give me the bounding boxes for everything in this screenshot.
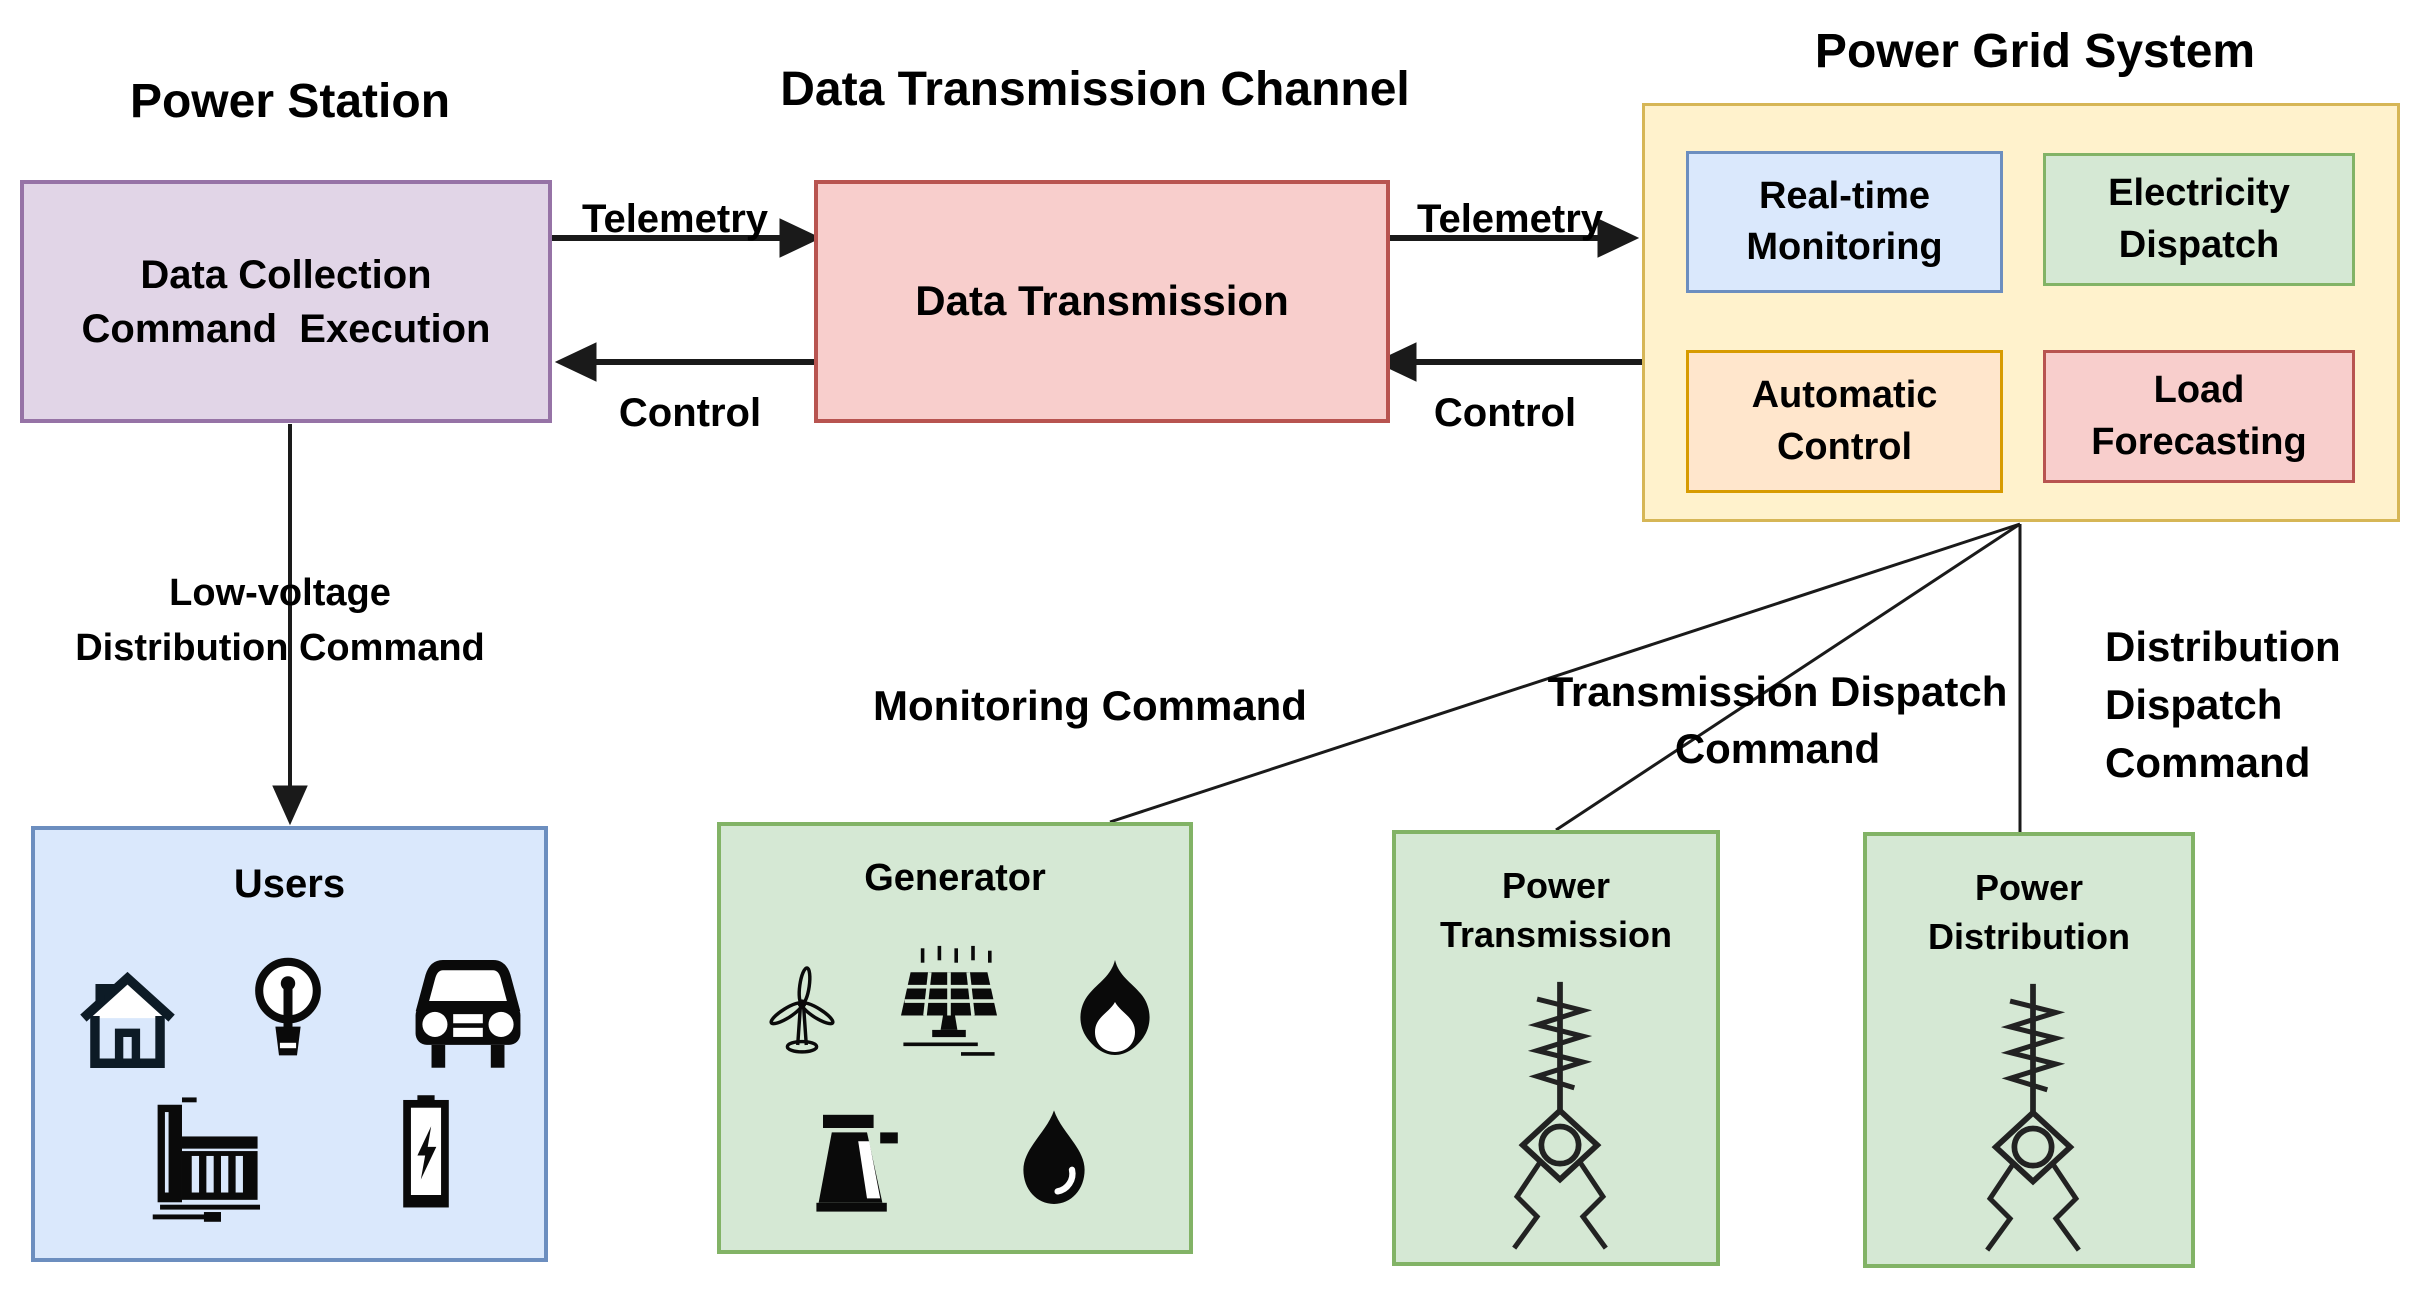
transmission-dispatch-line1: Transmission Dispatch	[1547, 668, 2008, 715]
house-icon	[75, 960, 180, 1072]
car-icon	[411, 954, 525, 1072]
distribution-dispatch-command-label: Distribution Dispatch Command	[2105, 618, 2431, 792]
control-right-label: Control	[1433, 391, 1577, 435]
load-forecasting-line2: Forecasting	[2091, 420, 2307, 463]
automatic-control-line1: Automatic	[1751, 374, 1938, 417]
users-label: Users	[233, 862, 346, 906]
power-transmission-line2: Transmission	[1439, 913, 1673, 955]
power-grid-system-title: Power Grid System	[1814, 25, 2256, 78]
data-collection-line2: Command Execution	[81, 306, 491, 351]
light-bulb-icon	[243, 948, 333, 1080]
low-voltage-arrowhead	[272, 785, 308, 826]
transmission-dispatch-line2: Command	[1674, 724, 1881, 772]
data-collection-box: Data Collection Command Execution	[20, 180, 552, 423]
data-transmission-label: Data Transmission	[915, 277, 1289, 325]
control-left-label: Control	[618, 391, 762, 435]
monitoring-command-label: Monitoring Command	[873, 682, 1307, 729]
flame-icon	[1065, 956, 1165, 1058]
data-transmission-box: Data Transmission	[814, 180, 1390, 423]
load-forecasting-line1: Load	[2153, 369, 2245, 412]
power-plant-icon	[801, 1106, 911, 1216]
data-transmission-channel-title: Data Transmission Channel	[780, 63, 1410, 116]
solar-panel-icon	[889, 941, 1009, 1066]
power-transmission-box: Power Transmission	[1392, 830, 1720, 1266]
users-box: Users	[31, 826, 548, 1262]
real-time-monitoring-line1: Real-time	[1758, 174, 1931, 217]
battery-icon	[383, 1078, 469, 1226]
telemetry-right-label: Telemetry	[1416, 197, 1603, 241]
real-time-monitoring-box: Real-time Monitoring	[1686, 151, 2003, 293]
distribution-dispatch-line3: Command	[2105, 738, 2311, 786]
electricity-dispatch-box: Electricity Dispatch	[2043, 153, 2355, 286]
power-grid-system-box: Real-time Monitoring Electricity Dispatc…	[1642, 103, 2400, 522]
power-distribution-box: Power Distribution	[1863, 832, 2195, 1268]
electricity-dispatch-line2: Dispatch	[2118, 223, 2280, 266]
distribution-tower-icon	[1933, 981, 2133, 1253]
low-voltage-line2: Distribution Command	[75, 627, 485, 670]
electricity-dispatch-line1: Electricity	[2108, 172, 2290, 215]
distribution-dispatch-line1: Distribution	[2105, 623, 2341, 670]
transmission-dispatch-command-label: Transmission Dispatch Command	[1520, 664, 2035, 777]
generator-box: Generator	[717, 822, 1193, 1254]
control-left-arrowhead	[554, 342, 597, 382]
load-forecasting-box: Load Forecasting	[2043, 350, 2355, 483]
power-distribution-line2: Distribution	[1928, 915, 2130, 957]
water-drop-icon	[1009, 1098, 1099, 1220]
low-voltage-line1: Low-voltage	[169, 572, 391, 614]
power-transmission-label: Power Transmission	[1440, 862, 1672, 959]
automatic-control-line2: Control	[1776, 425, 1913, 468]
factory-icon	[135, 1095, 307, 1223]
power-transmission-line1: Power	[1501, 865, 1611, 906]
automatic-control-box: Automatic Control	[1686, 350, 2003, 493]
distribution-dispatch-line2: Dispatch	[2105, 680, 2283, 728]
generator-label: Generator	[864, 857, 1046, 899]
power-distribution-line1: Power	[1974, 867, 2084, 908]
real-time-monitoring-line2: Monitoring	[1746, 226, 1943, 268]
wind-turbine-icon	[759, 954, 845, 1062]
transmission-tower-icon	[1460, 979, 1660, 1251]
data-collection-line1: Data Collection	[140, 252, 432, 297]
low-voltage-command-label: Low-voltage Distribution Command	[55, 566, 505, 676]
power-station-title: Power Station	[129, 75, 451, 128]
telemetry-left-label: Telemetry	[581, 197, 768, 241]
power-distribution-label: Power Distribution	[1928, 864, 2130, 961]
